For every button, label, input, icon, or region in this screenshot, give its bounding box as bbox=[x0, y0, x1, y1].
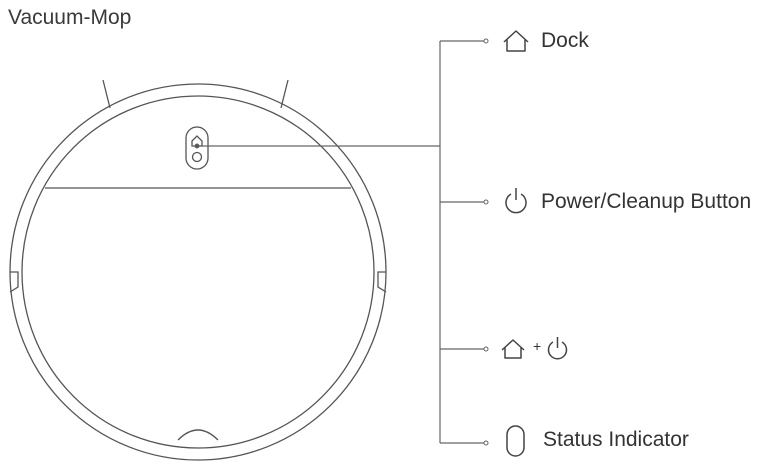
combo-plus-sign: + bbox=[533, 338, 541, 354]
combo-home-icon bbox=[502, 340, 524, 358]
robot-outer-body bbox=[10, 84, 386, 460]
callout-end-combo bbox=[484, 347, 488, 351]
bottom-caster bbox=[178, 430, 218, 440]
status-indicator-icon bbox=[507, 426, 524, 456]
callout-end-dock bbox=[484, 39, 488, 43]
callout-end-status bbox=[484, 441, 488, 445]
callout-label-power: Power/Cleanup Button bbox=[541, 190, 751, 214]
power-icon bbox=[506, 188, 526, 213]
callout-label-dock: Dock bbox=[541, 29, 589, 53]
callout-end-power bbox=[484, 200, 488, 204]
combo-power-icon bbox=[549, 337, 567, 359]
button-anchor-dot bbox=[195, 144, 199, 148]
callout-label-status: Status Indicator bbox=[543, 428, 689, 452]
home-icon bbox=[504, 31, 528, 51]
robot-inner-body bbox=[22, 96, 374, 448]
left-brush-arm bbox=[103, 80, 110, 108]
power-button-dot bbox=[193, 153, 202, 162]
